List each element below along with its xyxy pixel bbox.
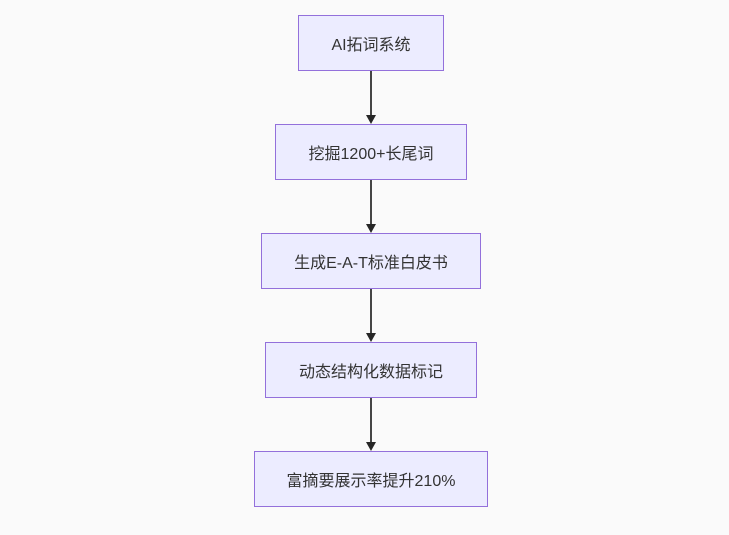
flow-node-structured-data-markup: 动态结构化数据标记 bbox=[265, 342, 477, 398]
flow-arrow-1 bbox=[364, 71, 378, 124]
arrow-line bbox=[370, 289, 372, 334]
flowchart: AI拓词系统 挖掘1200+长尾词 生成E-A-T标准白皮书 动态结构化数据标记 bbox=[254, 15, 488, 507]
node-label: AI拓词系统 bbox=[331, 37, 411, 54]
flow-node-ai-word-expansion: AI拓词系统 bbox=[298, 15, 444, 71]
arrow-head-icon bbox=[366, 224, 376, 233]
flow-arrow-3 bbox=[364, 289, 378, 342]
arrow-line bbox=[370, 71, 372, 116]
flow-arrow-4 bbox=[364, 398, 378, 451]
arrow-head-icon bbox=[366, 333, 376, 342]
flow-arrow-2 bbox=[364, 180, 378, 233]
node-label: 挖掘1200+长尾词 bbox=[308, 146, 434, 163]
arrow-head-icon bbox=[366, 115, 376, 124]
flow-node-longtail-mining: 挖掘1200+长尾词 bbox=[275, 124, 467, 180]
arrow-line bbox=[370, 180, 372, 225]
node-label: 生成E-A-T标准白皮书 bbox=[294, 255, 448, 272]
arrow-head-icon bbox=[366, 442, 376, 451]
flow-node-rich-snippet-result: 富摘要展示率提升210% bbox=[254, 451, 488, 507]
flow-node-eat-whitepaper: 生成E-A-T标准白皮书 bbox=[261, 233, 481, 289]
node-label: 富摘要展示率提升210% bbox=[286, 473, 456, 490]
node-label: 动态结构化数据标记 bbox=[298, 364, 443, 381]
arrow-line bbox=[370, 398, 372, 443]
